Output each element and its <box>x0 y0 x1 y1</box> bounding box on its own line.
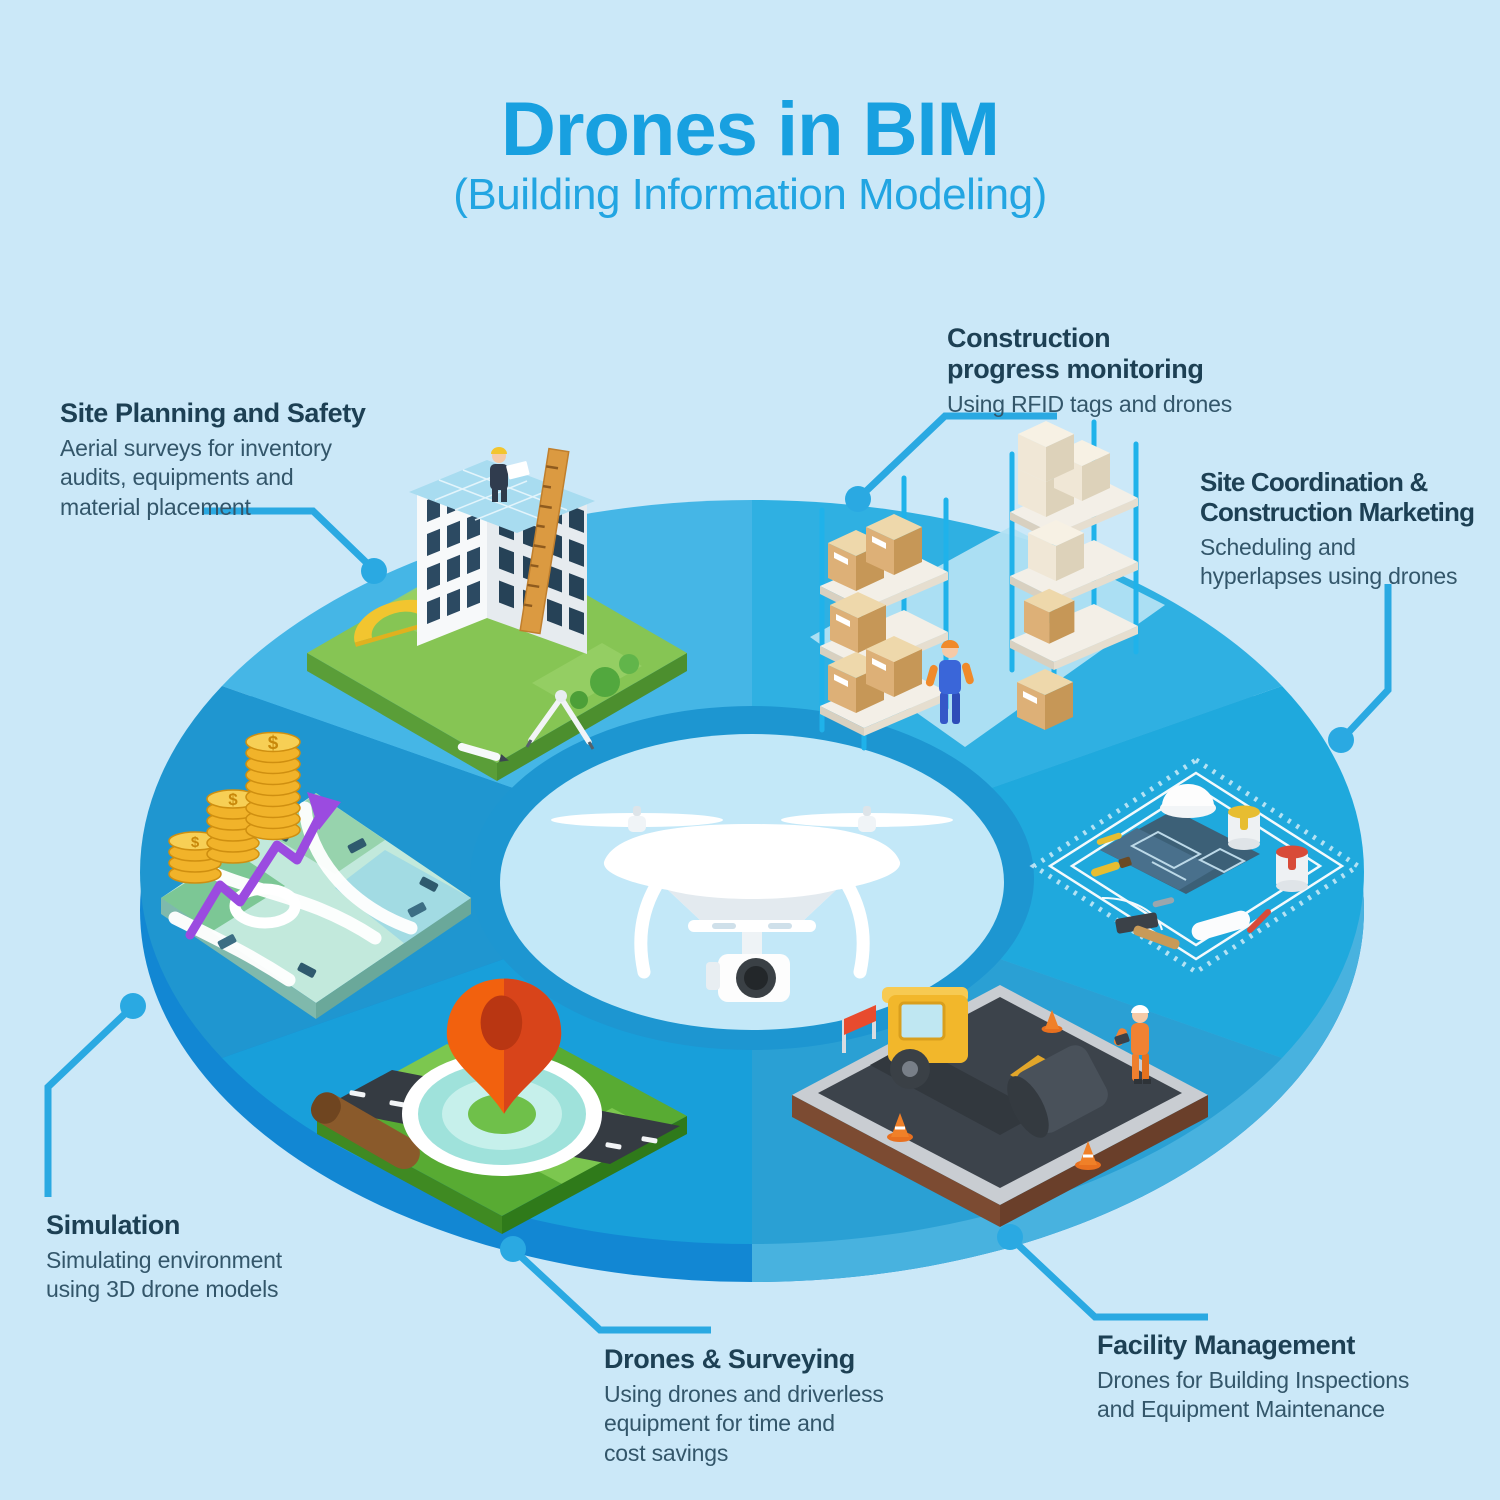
facility-management-illustration <box>792 985 1208 1227</box>
label-heading: Drones & Surveying <box>604 1344 855 1374</box>
warehouse-worker-icon <box>925 640 974 724</box>
magnifier-icon <box>310 1052 602 1176</box>
connector-facility-management <box>997 1224 1208 1321</box>
connectors <box>44 412 1392 1334</box>
connector-drones-surveying <box>500 1236 711 1334</box>
connector-construction-progress <box>845 412 1057 512</box>
blueprint-sheet-icon <box>1100 810 1260 894</box>
label-heading: Simulation <box>46 1210 181 1240</box>
connector-site-planning <box>202 507 387 584</box>
drone-icon <box>551 806 953 1002</box>
wrapped-boxes <box>1018 421 1110 644</box>
shelf-rack-left <box>819 475 949 751</box>
label-description: Scheduling and hyperlapses using drones <box>1200 533 1458 590</box>
paint-can-red-icon <box>1276 845 1308 892</box>
engineer-icon <box>490 447 530 502</box>
magnifier-handle <box>310 1092 420 1169</box>
label-heading: Site Planning and Safety <box>60 398 366 428</box>
label-site-planning: Site Planning and Safety Aerial surveys … <box>60 398 366 522</box>
construction-progress-illustration <box>810 419 1165 751</box>
label-heading: Facility Management <box>1097 1330 1355 1360</box>
trees-icon <box>570 654 639 709</box>
site-coordination-illustration <box>1029 757 1363 975</box>
label-construction-progress: Construction progress monitoring Using R… <box>947 323 1232 420</box>
shelf-rack-right <box>1009 419 1139 695</box>
boxes <box>828 514 922 713</box>
svg-text:$: $ <box>268 733 279 754</box>
coin-stack-icon: $ $ <box>168 731 301 884</box>
connector-site-coordination <box>1328 584 1392 753</box>
site-planning-illustration <box>307 447 687 781</box>
label-simulation: Simulation Simulating environment using … <box>46 1210 282 1305</box>
simulation-illustration: $ $ <box>161 731 471 1019</box>
compass-icon <box>525 690 595 750</box>
label-description: Drones for Building Inspections and Equi… <box>1097 1367 1410 1423</box>
page-subtitle: (Building Information Modeling) <box>453 170 1047 219</box>
floor-box <box>1017 669 1073 730</box>
hammer-icon <box>1115 912 1180 950</box>
paint-roller-icon <box>1191 909 1271 941</box>
growth-arrow-icon <box>185 792 341 940</box>
paint-can-yellow-icon <box>1228 805 1260 850</box>
barrier-flag-icon <box>842 1005 876 1053</box>
road-roller-icon <box>882 987 1108 1138</box>
page-title: Drones in BIM <box>501 87 1000 172</box>
traffic-cone-icon <box>887 1009 1101 1170</box>
location-pin-icon <box>446 978 562 1114</box>
drones-surveying-illustration <box>310 978 687 1234</box>
label-description: Using drones and driverless equipment fo… <box>604 1381 884 1466</box>
label-drones-surveying: Drones & Surveying Using drones and driv… <box>604 1344 884 1468</box>
label-site-coordination: Site Coordination & Construction Marketi… <box>1200 467 1475 592</box>
hard-hat-icon <box>1160 784 1216 818</box>
brush-icon <box>1091 832 1175 908</box>
site-worker-icon <box>1113 1005 1151 1084</box>
roundabout <box>229 883 301 929</box>
label-description: Simulating environment using 3D drone mo… <box>46 1247 282 1303</box>
svg-text:$: $ <box>191 834 200 851</box>
label-description: Aerial surveys for inventory audits, equ… <box>60 435 332 520</box>
pen-icon <box>457 742 509 762</box>
label-facility-management: Facility Management Drones for Building … <box>1097 1330 1409 1425</box>
label-heading: Site Coordination & Construction Marketi… <box>1200 467 1475 527</box>
label-description: Using RFID tags and drones <box>947 391 1232 418</box>
svg-text:$: $ <box>228 790 238 809</box>
ruler-icon <box>519 447 570 635</box>
label-heading: Construction progress monitoring <box>947 323 1204 385</box>
drone-camera <box>706 954 790 1002</box>
connector-simulation <box>44 993 146 1197</box>
